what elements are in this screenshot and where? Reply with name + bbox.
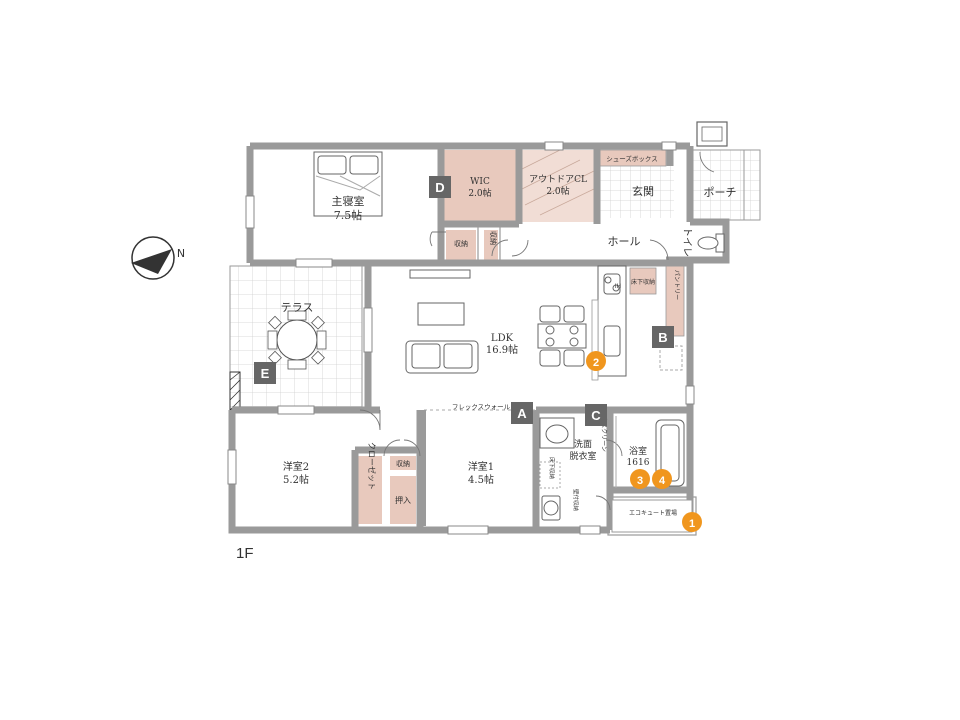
svg-text:3: 3 bbox=[637, 475, 643, 487]
marker-E: E bbox=[254, 362, 276, 384]
storage-c bbox=[390, 456, 416, 470]
bathroom-label: 浴室 bbox=[629, 445, 647, 457]
marker-B: B bbox=[652, 326, 674, 348]
outdoor-cl-size: 2.0帖 bbox=[546, 185, 569, 197]
dining-set bbox=[537, 305, 587, 367]
underfloor-storage-label: 床下収納 bbox=[631, 278, 655, 286]
number-marker-4: 4 bbox=[652, 469, 672, 489]
low-table bbox=[417, 302, 465, 326]
entrance-label: 玄関 bbox=[632, 184, 654, 198]
hoth-clean-label: ホスクリーン bbox=[600, 416, 607, 452]
outdoor-cl-floor bbox=[520, 150, 596, 222]
ecocute-box bbox=[611, 499, 693, 533]
washroom-label: 洗面 bbox=[574, 438, 592, 450]
western-room-2-size: 5.2帖 bbox=[283, 473, 309, 486]
western-room-2-label: 洋室2 bbox=[283, 460, 309, 473]
number-marker-3: 3 bbox=[630, 469, 650, 489]
storage-a-label: 収納 bbox=[454, 239, 468, 248]
marker-D: D bbox=[429, 176, 451, 198]
flex-wall-label: フレックスウォール bbox=[452, 403, 511, 411]
svg-text:D: D bbox=[435, 180, 444, 195]
compass-needle-icon bbox=[131, 249, 172, 274]
compass: N bbox=[131, 236, 185, 280]
wic-floor bbox=[444, 150, 518, 222]
underfloor-storage bbox=[629, 267, 657, 295]
oshiire bbox=[390, 476, 416, 524]
svg-text:4: 4 bbox=[659, 475, 666, 487]
compass-ring bbox=[131, 236, 175, 280]
marker-C: C bbox=[585, 404, 607, 426]
entrance-floor bbox=[598, 166, 674, 218]
number-marker-2: 2 bbox=[586, 351, 606, 371]
bed bbox=[313, 151, 383, 217]
porch-label: ポーチ bbox=[704, 186, 737, 199]
bathroom-size: 1616 bbox=[627, 458, 650, 468]
western-room-1-size: 4.5帖 bbox=[468, 473, 494, 486]
svg-text:C: C bbox=[591, 408, 601, 423]
storage-a bbox=[446, 230, 476, 260]
pantry-label: パントリー bbox=[673, 270, 680, 300]
view-markers: A B C D E bbox=[254, 176, 674, 426]
compass-north-label: N bbox=[177, 247, 185, 260]
underfloor-storage-2-label: 床下収納 bbox=[548, 457, 556, 480]
western-room-1-label: 洋室1 bbox=[468, 460, 494, 473]
terrace-table bbox=[276, 319, 318, 361]
towel-storage-label: 壁付収納 bbox=[572, 489, 580, 512]
storage-b bbox=[484, 230, 498, 260]
svg-text:1: 1 bbox=[689, 518, 695, 530]
svg-text:2: 2 bbox=[593, 357, 599, 369]
washroom-label-2: 脱衣室 bbox=[569, 450, 596, 462]
hall-label: ホール bbox=[608, 235, 641, 248]
wic-label: WIC bbox=[470, 177, 490, 187]
closet bbox=[358, 456, 382, 524]
fridge-space bbox=[659, 345, 683, 371]
room-labels: 主寝室 7.5帖 WIC 2.0帖 アウトドアCL 2.0帖 シューズボックス … bbox=[283, 154, 737, 517]
washroom-fixtures bbox=[539, 417, 575, 521]
svg-text:B: B bbox=[658, 330, 667, 345]
svg-text:E: E bbox=[261, 366, 270, 381]
ih-label: IH bbox=[615, 283, 621, 290]
outdoor-cl-label: アウトドアCL bbox=[529, 174, 587, 185]
master-bedroom-label: 主寝室 bbox=[332, 194, 365, 208]
wic-size: 2.0帖 bbox=[468, 187, 491, 199]
oshiire-label: 押入 bbox=[395, 495, 411, 505]
ldk-size: 16.9帖 bbox=[486, 343, 518, 356]
bathtub bbox=[655, 419, 685, 487]
master-bedroom-size: 7.5帖 bbox=[334, 209, 363, 222]
tv-board bbox=[409, 269, 471, 279]
doors bbox=[359, 151, 715, 511]
sofa bbox=[405, 340, 479, 374]
floor-label: 1F bbox=[236, 545, 254, 562]
storage-b-label: 収納 bbox=[489, 231, 498, 245]
toilet-fixture bbox=[697, 233, 725, 253]
closet-label: クローゼット bbox=[367, 442, 377, 490]
number-marker-1: 1 bbox=[682, 512, 702, 532]
underfloor-storage-2 bbox=[539, 461, 561, 489]
ecocute-label: エコキュート置場 bbox=[629, 509, 677, 517]
svg-text:A: A bbox=[517, 406, 527, 421]
ldk-label: LDK bbox=[491, 333, 514, 344]
shoe-box-label: シューズボックス bbox=[606, 154, 657, 163]
terrace: テラス bbox=[229, 265, 363, 411]
marker-A: A bbox=[511, 402, 533, 424]
storage-c-label: 収納 bbox=[396, 459, 410, 468]
photo-markers: 1 2 3 4 bbox=[586, 351, 702, 532]
porch-step bbox=[696, 121, 728, 147]
terrace-label: テラス bbox=[281, 301, 314, 314]
toilet-label: トイレ bbox=[681, 227, 692, 257]
